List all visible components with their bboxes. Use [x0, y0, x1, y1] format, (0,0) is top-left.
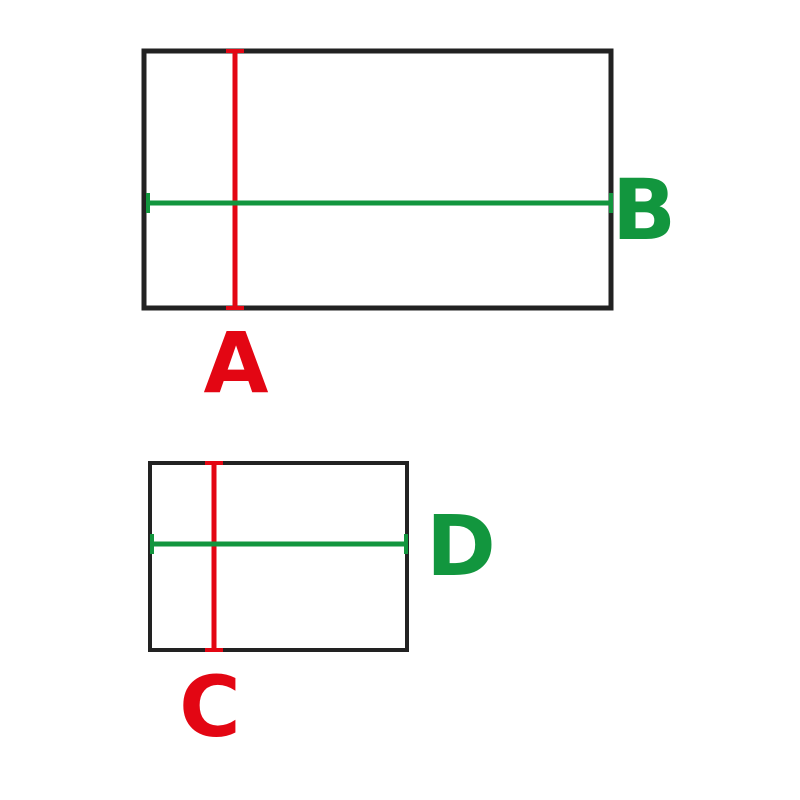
small-rectangle [148, 461, 409, 652]
dimension-line-a [226, 49, 244, 310]
label-d: D [426, 497, 496, 595]
label-a: A [203, 314, 268, 412]
dimension-line-d [150, 534, 408, 554]
dimension-line-c [205, 461, 223, 652]
small-rectangle-group: C D [148, 461, 496, 756]
label-c: C [179, 658, 241, 756]
label-b: B [612, 161, 676, 259]
dimension-line-b [146, 193, 613, 213]
large-rectangle [141, 48, 614, 311]
large-rectangle-group: A B [141, 48, 676, 412]
